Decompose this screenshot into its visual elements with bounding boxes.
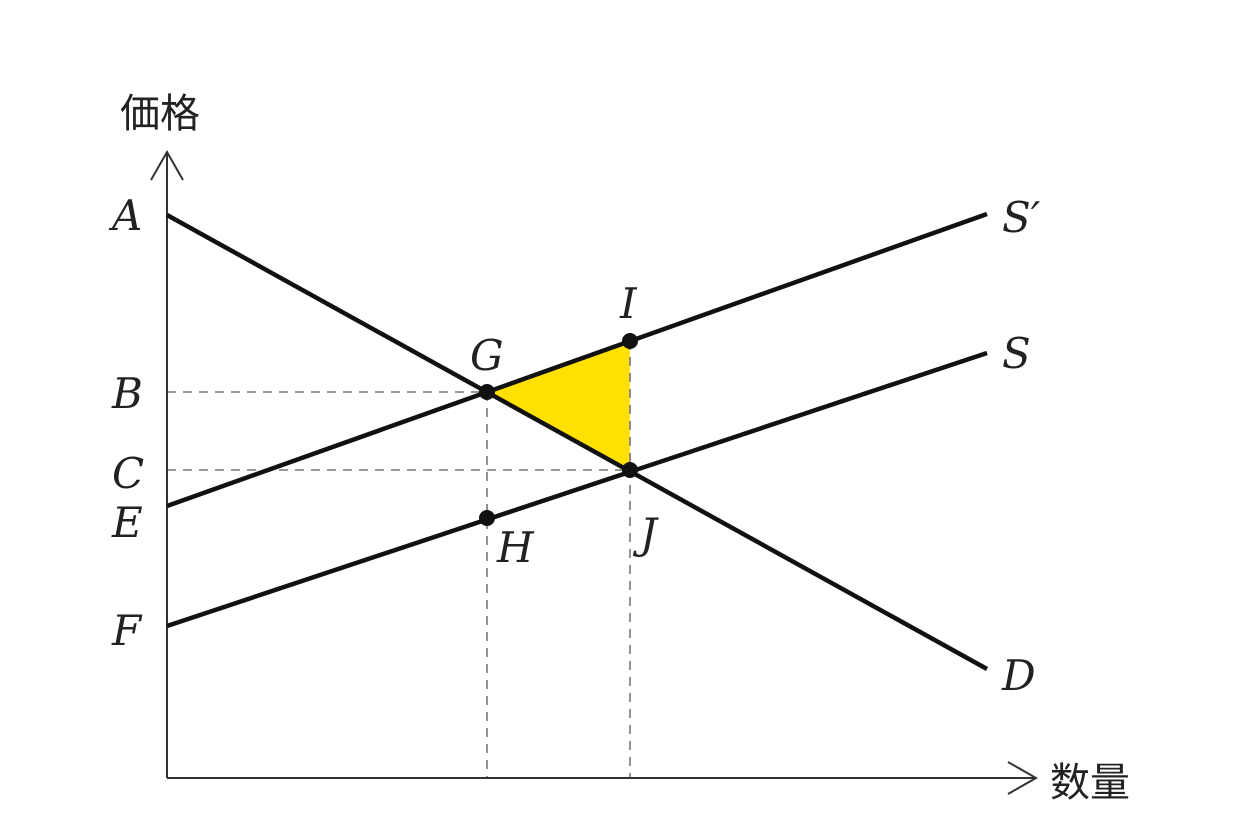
label-b: B bbox=[111, 369, 143, 418]
shaded-triangle-gij bbox=[487, 341, 630, 470]
label-a: A bbox=[108, 191, 142, 240]
label-i: I bbox=[619, 279, 638, 328]
label-f: F bbox=[111, 606, 143, 655]
demand-curve bbox=[165, 213, 989, 671]
label-c: C bbox=[112, 449, 144, 498]
price-axis-title: 価格 bbox=[120, 91, 200, 137]
point-h bbox=[479, 510, 495, 526]
label-g: G bbox=[470, 331, 504, 380]
quantity-axis-title: 数量 bbox=[1050, 760, 1130, 806]
label-e: E bbox=[111, 498, 143, 547]
label-demand: D bbox=[1001, 651, 1036, 700]
supply-curve-shifted bbox=[166, 211, 988, 509]
point-g bbox=[479, 384, 495, 400]
label-h: H bbox=[496, 523, 535, 572]
quantity-axis-arrowhead bbox=[1007, 761, 1039, 795]
label-j: J bbox=[632, 509, 659, 558]
point-i bbox=[622, 333, 638, 349]
price-axis-arrowhead bbox=[150, 149, 184, 181]
label-supply: S bbox=[1002, 329, 1031, 378]
point-j bbox=[622, 462, 638, 478]
supply-curve bbox=[166, 350, 988, 629]
label-supply-shifted: S′ bbox=[1002, 193, 1041, 242]
